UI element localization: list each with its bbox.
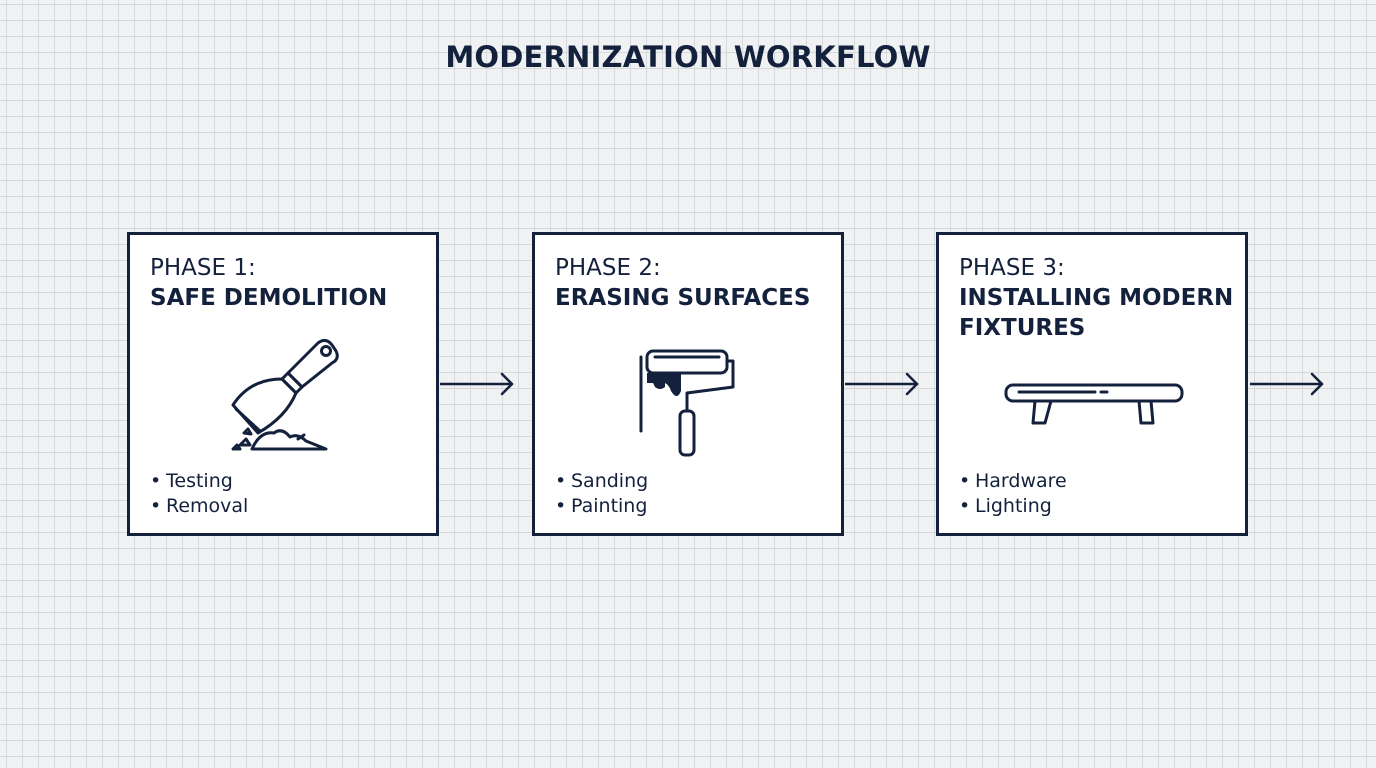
cabinet-pull-icon bbox=[939, 335, 1245, 465]
paint-roller-icon bbox=[535, 335, 841, 465]
phase-name: INSTALLING MODERN FIXTURES bbox=[959, 285, 1234, 341]
diagram-title: MODERNIZATION WORKFLOW bbox=[445, 40, 931, 74]
phase-box-3: PHASE 3: INSTALLING MODERN FIXTURES Hard… bbox=[936, 232, 1248, 536]
phase-box-2: PHASE 2: ERASING SURFACES Sanding Painti… bbox=[532, 232, 844, 536]
arrow-right-icon bbox=[1250, 372, 1324, 396]
list-item: Hardware bbox=[959, 469, 1067, 494]
phase-box-1: PHASE 1: SAFE DEMOLITION Testing bbox=[127, 232, 439, 536]
phase-label: PHASE 3: bbox=[959, 255, 1065, 281]
scraper-icon bbox=[130, 335, 436, 465]
list-item: Testing bbox=[150, 469, 248, 494]
phase-name: ERASING SURFACES bbox=[555, 285, 811, 311]
list-item: Painting bbox=[555, 494, 648, 519]
arrow-right-icon bbox=[845, 372, 919, 396]
phase-label: PHASE 2: bbox=[555, 255, 661, 281]
phase-name: SAFE DEMOLITION bbox=[150, 285, 388, 311]
arrow-right-icon bbox=[440, 372, 514, 396]
list-item: Sanding bbox=[555, 469, 648, 494]
list-item: Removal bbox=[150, 494, 248, 519]
phase-label: PHASE 1: bbox=[150, 255, 256, 281]
list-item: Lighting bbox=[959, 494, 1067, 519]
bullet-list: Hardware Lighting bbox=[959, 469, 1067, 519]
bullet-list: Testing Removal bbox=[150, 469, 248, 519]
bullet-list: Sanding Painting bbox=[555, 469, 648, 519]
